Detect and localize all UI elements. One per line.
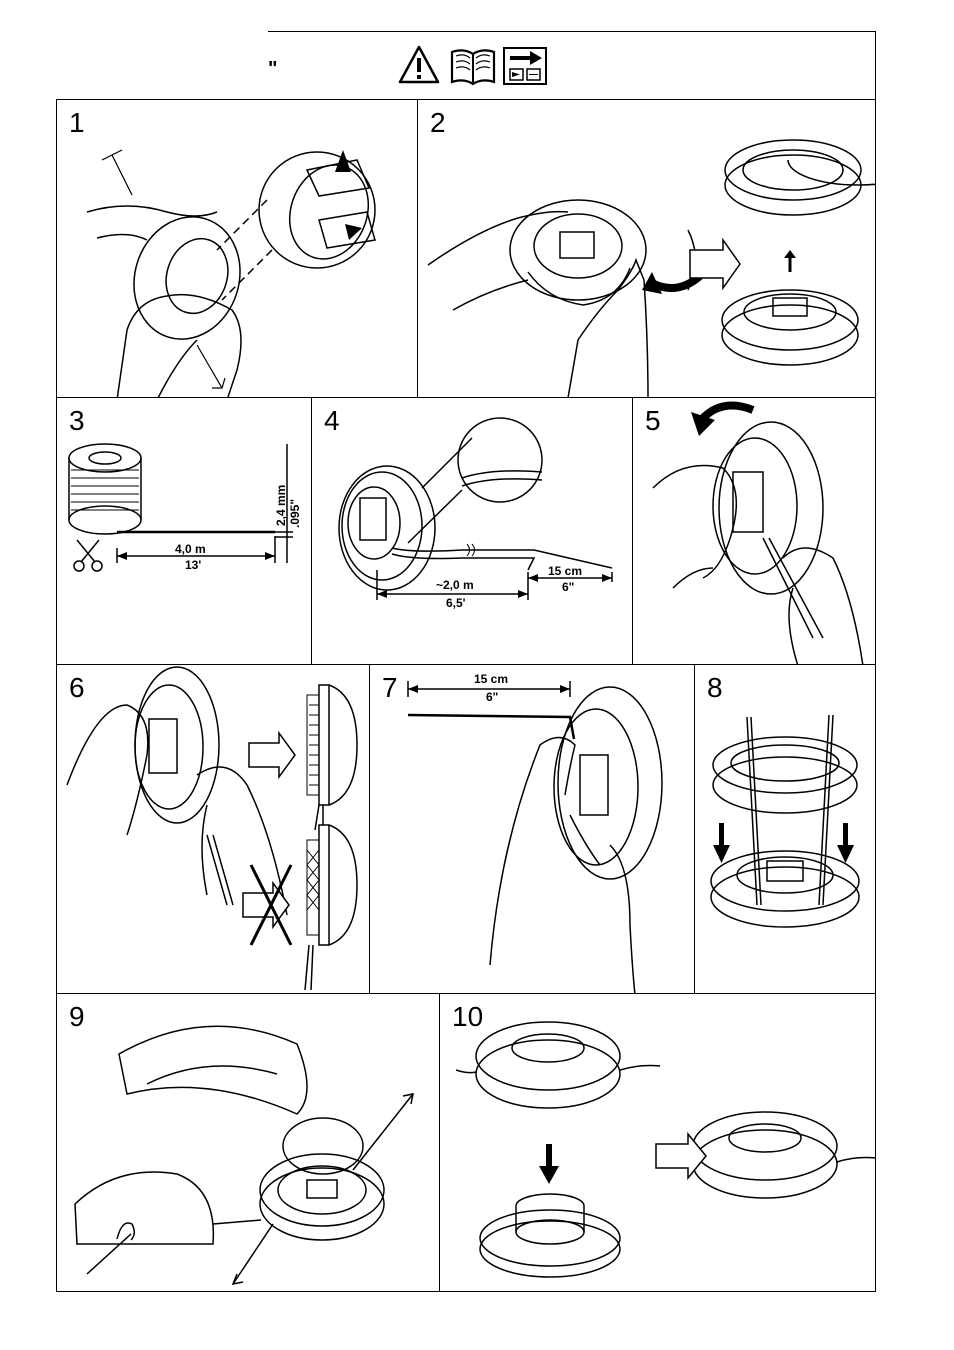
step-2-panel: 2	[417, 99, 876, 398]
half-length-metric: ~2,0 m	[436, 579, 474, 592]
half-length-imperial: 6,5'	[446, 597, 466, 610]
step-10-panel: 10	[439, 993, 876, 1292]
step-6-illustration	[57, 665, 370, 994]
tail-length-imperial: 6"	[562, 581, 574, 594]
warning-icon	[400, 47, 438, 82]
step-4-illustration	[312, 398, 633, 665]
diameter-metric: 2,4 mm	[275, 485, 288, 526]
step-3-illustration	[57, 398, 312, 665]
step-6-panel: 6	[56, 664, 370, 994]
see-reference-icon	[504, 48, 546, 84]
step-10-illustration	[440, 994, 876, 1292]
step-1-panel: 1	[56, 99, 418, 398]
step-8-illustration	[695, 665, 876, 994]
step-1-illustration	[57, 100, 418, 398]
tail-length-imperial: 6"	[486, 691, 498, 704]
tail-length-metric: 15 cm	[548, 565, 582, 578]
step-7-illustration	[370, 665, 695, 994]
step-9-panel: 9	[56, 993, 440, 1292]
step-2-illustration	[418, 100, 876, 398]
step-9-illustration	[57, 994, 440, 1292]
step-8-panel: 8	[694, 664, 876, 994]
inch-mark: "	[268, 58, 277, 81]
step-7-panel: 7 15 cm 6"	[369, 664, 695, 994]
header-rule	[268, 31, 876, 32]
diameter-imperial: .095"	[289, 499, 302, 528]
step-3-panel: 3 4,0 m 13' 2,4	[56, 397, 312, 665]
step-5-illustration	[633, 398, 876, 665]
tail-length-metric: 15 cm	[474, 673, 508, 686]
manual-book-icon	[452, 50, 494, 84]
step-5-panel: 5	[632, 397, 876, 665]
length-metric: 4,0 m	[175, 543, 206, 556]
length-imperial: 13'	[185, 559, 201, 572]
step-4-panel: 4	[311, 397, 633, 665]
header-icons	[398, 44, 550, 86]
instruction-grid: 1 2	[56, 99, 876, 1292]
header-side-rule	[875, 31, 876, 99]
